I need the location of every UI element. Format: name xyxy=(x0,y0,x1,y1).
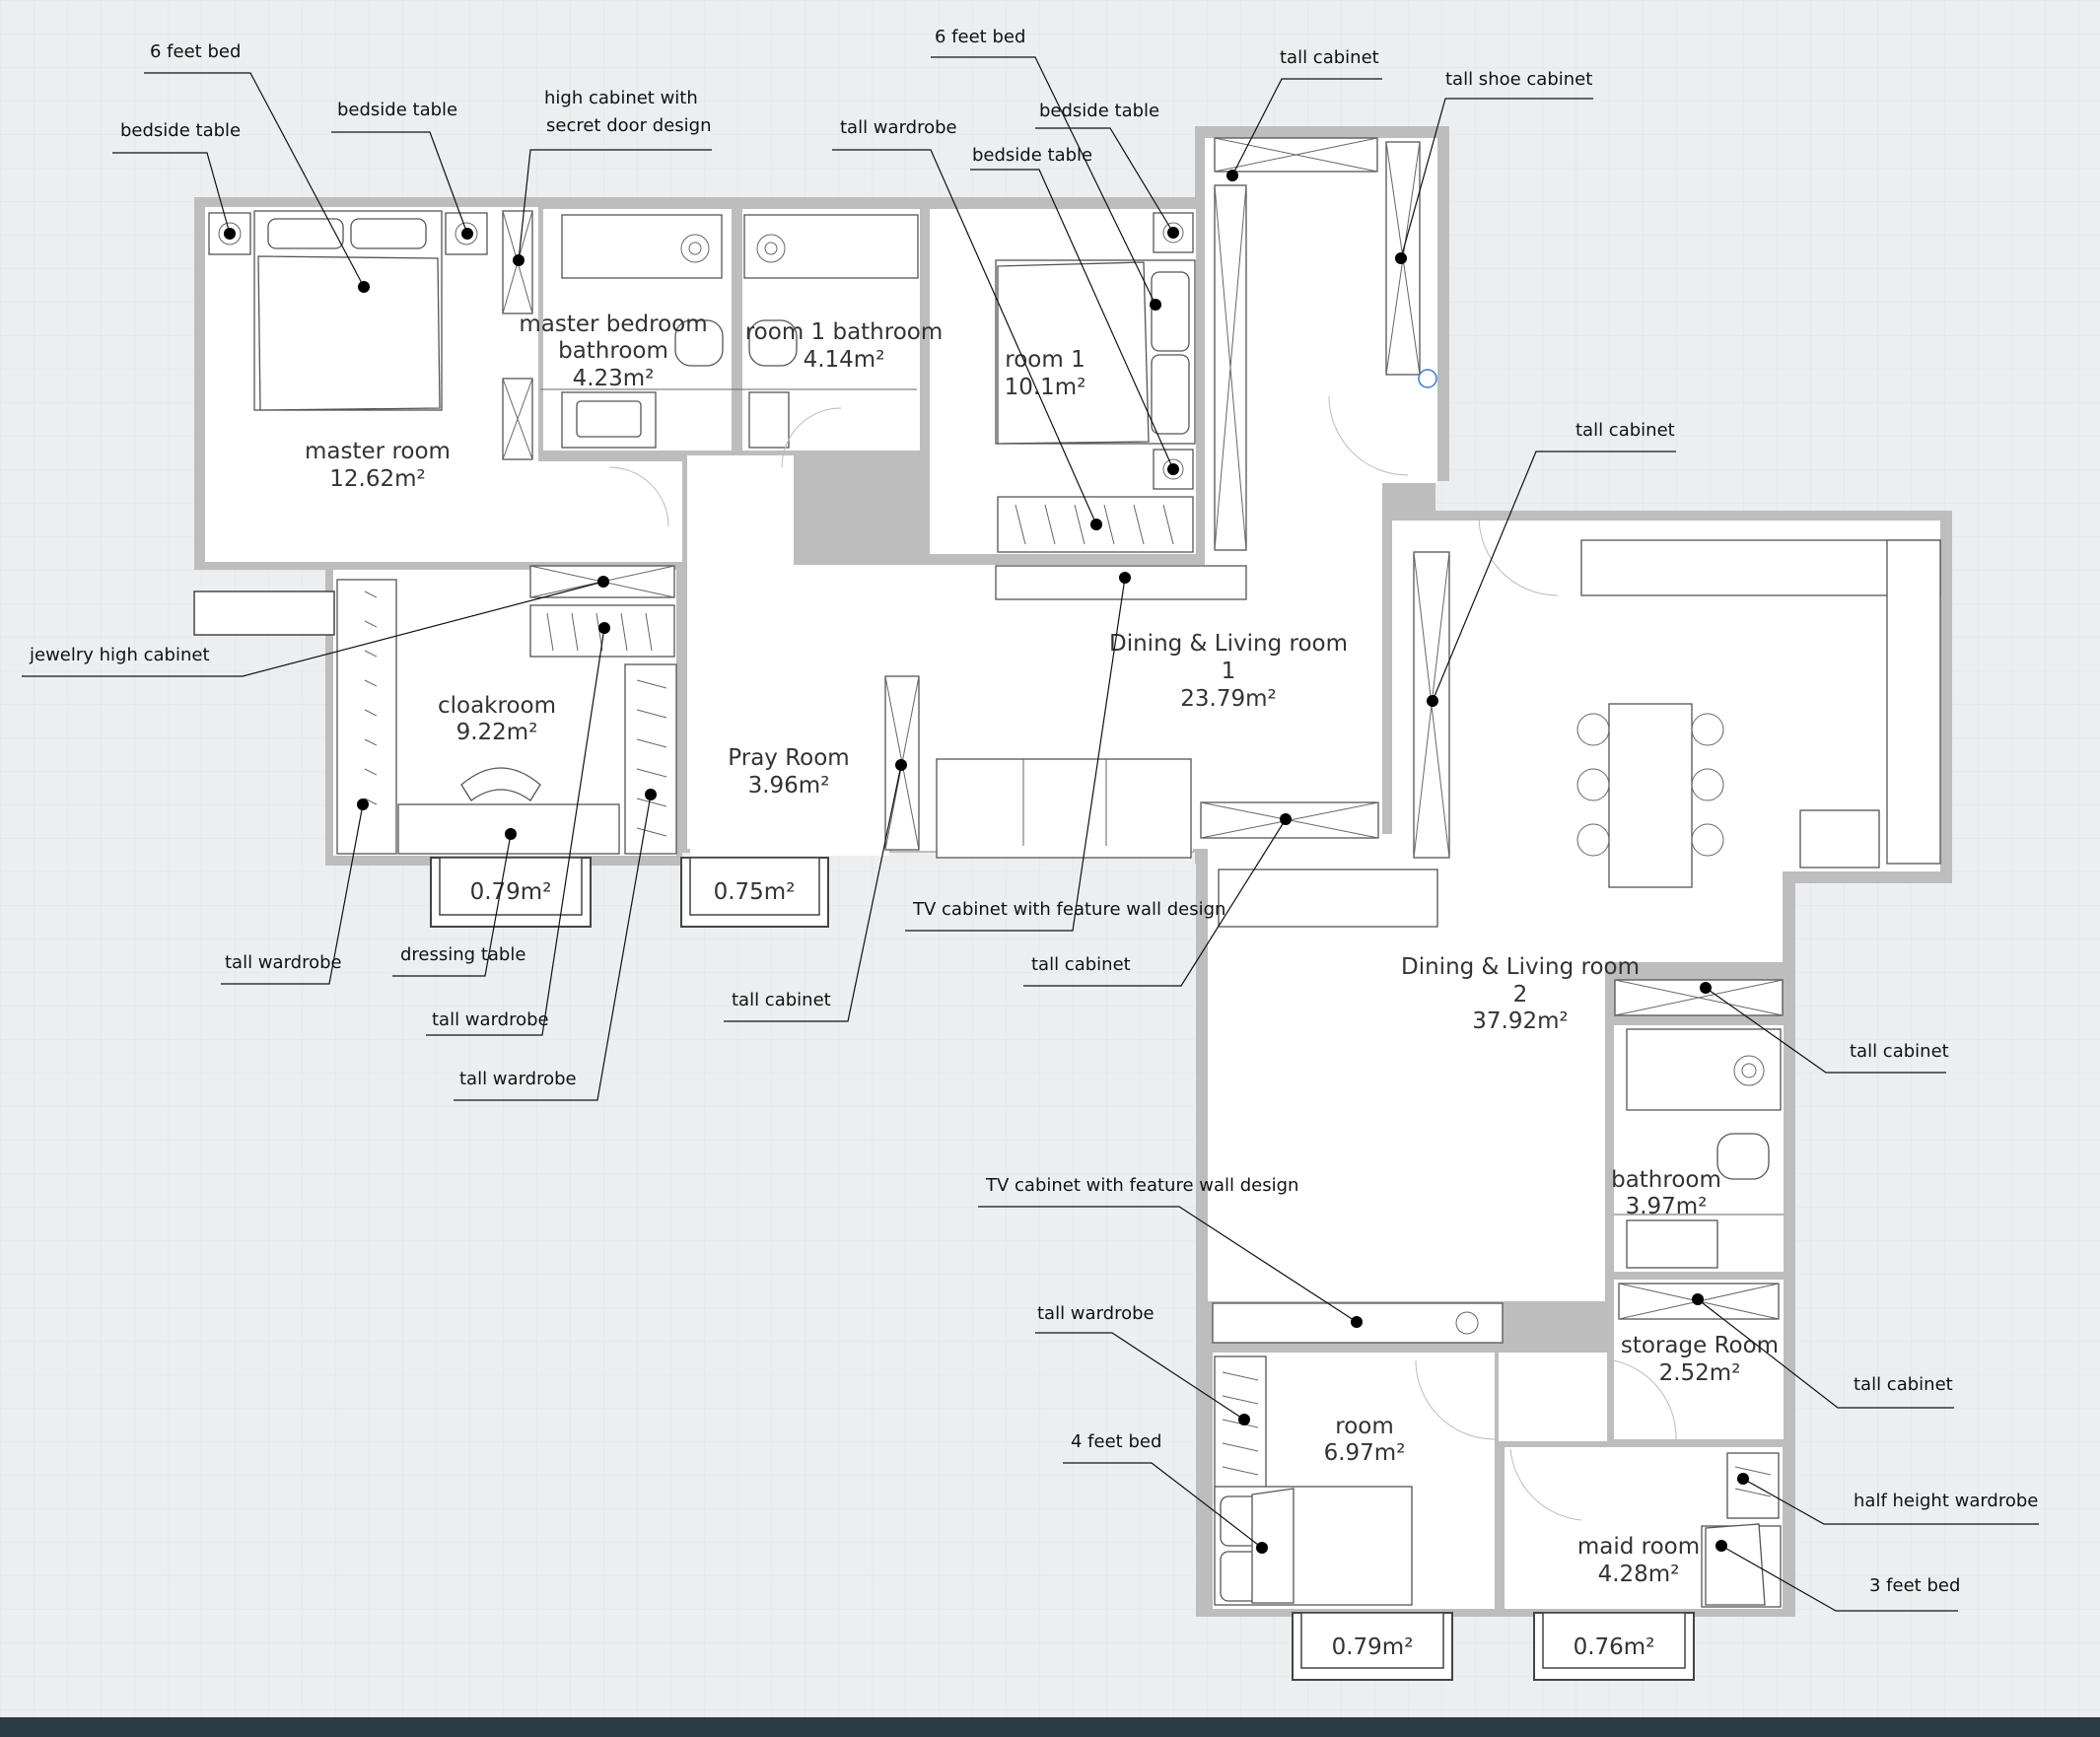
room-balcony-area: 0.79m² xyxy=(1332,1634,1414,1660)
callout-bedside-master-right: bedside table xyxy=(337,100,457,120)
callout-tall-cabinet-storage: tall cabinet xyxy=(1854,1374,1953,1395)
master-room-name: master room xyxy=(305,439,451,464)
room1-bathroom-area: 4.14m² xyxy=(804,347,885,373)
maid-room-furniture xyxy=(1701,1452,1782,1608)
callout-4ft-bed: 4 feet bed xyxy=(1071,1431,1161,1452)
room1-bed xyxy=(995,259,1196,445)
bottom-strip xyxy=(0,1717,2100,1737)
living2-name-2: 2 xyxy=(1513,982,1528,1007)
maid-balcony-area: 0.76m² xyxy=(1574,1634,1655,1660)
pray-room-name: Pray Room xyxy=(728,745,849,771)
callout-tall-wardrobe-room1: tall wardrobe xyxy=(840,117,957,138)
living1-name-1: Dining & Living room xyxy=(1109,631,1348,657)
callout-tall-cabinet-kitchen: tall cabinet xyxy=(1575,420,1675,441)
pray-balcony-area: 0.75m² xyxy=(714,879,796,905)
cloakroom-furniture xyxy=(336,565,677,855)
bathroom-name: bathroom xyxy=(1611,1167,1721,1193)
callout-tall-wardrobe-cloak-left: tall wardrobe xyxy=(225,952,342,973)
callout-tall-cabinet-top: tall cabinet xyxy=(1280,47,1379,68)
room-furniture xyxy=(1214,1355,1413,1606)
room1-bathroom-name: room 1 bathroom xyxy=(745,319,944,345)
cloakroom-balcony-area: 0.79m² xyxy=(470,879,552,905)
master-bathroom-name-2: bathroom xyxy=(558,338,668,364)
kitchen-furniture xyxy=(1218,539,1941,928)
callout-tall-cabinet-bath: tall cabinet xyxy=(1850,1041,1949,1062)
storage-room-area: 2.52m² xyxy=(1659,1360,1741,1386)
callout-3ft-bed: 3 feet bed xyxy=(1869,1575,1960,1596)
room-area: 6.97m² xyxy=(1324,1440,1406,1466)
callout-bedside-room1-top: bedside table xyxy=(1039,101,1159,121)
living1-area: 23.79m² xyxy=(1180,686,1276,712)
callout-tall-shoe-cabinet: tall shoe cabinet xyxy=(1445,69,1592,90)
bathroom-fixtures xyxy=(1614,979,1784,1269)
callout-tall-cabinet-living: tall cabinet xyxy=(1031,954,1131,975)
callout-6ft-bed-master: 6 feet bed xyxy=(150,41,241,62)
callout-tv-cabinet-2: TV cabinet with feature wall design xyxy=(985,1175,1298,1196)
callout-tall-wardrobe-cloak-right: tall wardrobe xyxy=(459,1069,577,1089)
callout-half-height-wardrobe: half height wardrobe xyxy=(1854,1491,2038,1511)
room1-area: 10.1m² xyxy=(1005,375,1086,400)
living1-name-2: 1 xyxy=(1222,659,1236,684)
room-labels: master room 12.62m² master bedroom bathr… xyxy=(305,312,1779,1660)
callout-tall-cabinet-pray: tall cabinet xyxy=(732,990,831,1010)
maid-room-area: 4.28m² xyxy=(1598,1562,1680,1587)
master-bathroom-name-1: master bedroom xyxy=(519,312,707,337)
callout-high-cabinet-1: high cabinet with xyxy=(544,88,698,108)
pray-room-area: 3.96m² xyxy=(748,773,830,799)
master-bathroom-fixtures xyxy=(540,214,737,449)
room-name: room xyxy=(1335,1414,1394,1439)
balconies xyxy=(193,591,1695,1681)
doors xyxy=(608,395,1677,1521)
bathroom-area: 3.97m² xyxy=(1626,1194,1708,1219)
maid-room-name: maid room xyxy=(1577,1534,1700,1560)
living2-name-1: Dining & Living room xyxy=(1401,954,1640,980)
callout-jewelry-cabinet: jewelry high cabinet xyxy=(29,645,210,665)
callout-bedside-master-left: bedside table xyxy=(120,120,241,141)
callout-tall-wardrobe-cloak-mid: tall wardrobe xyxy=(432,1009,549,1030)
master-bathroom-area: 4.23m² xyxy=(573,366,655,391)
callout-tall-wardrobe-room: tall wardrobe xyxy=(1037,1303,1155,1324)
room1-bathroom-fixtures xyxy=(737,214,919,449)
callout-high-cabinet-2: secret door design xyxy=(546,115,712,136)
callout-6ft-bed-room1: 6 feet bed xyxy=(935,27,1025,47)
master-bed xyxy=(253,210,443,411)
callouts: 6 feet bed bedside table bedside table h… xyxy=(22,27,2039,1612)
storage-room-name: storage Room xyxy=(1621,1333,1779,1358)
master-room-area: 12.62m² xyxy=(329,466,425,492)
callout-dressing-table: dressing table xyxy=(400,944,525,965)
living2-area: 37.92m² xyxy=(1472,1008,1568,1034)
callout-tv-cabinet-1: TV cabinet with feature wall design xyxy=(912,899,1225,920)
cloakroom-name: cloakroom xyxy=(438,693,556,719)
entrance-cabinets xyxy=(1214,137,1437,551)
cloakroom-area: 9.22m² xyxy=(456,720,538,745)
callout-bedside-room1-bottom: bedside table xyxy=(972,145,1092,166)
room1-name: room 1 xyxy=(1005,347,1085,373)
